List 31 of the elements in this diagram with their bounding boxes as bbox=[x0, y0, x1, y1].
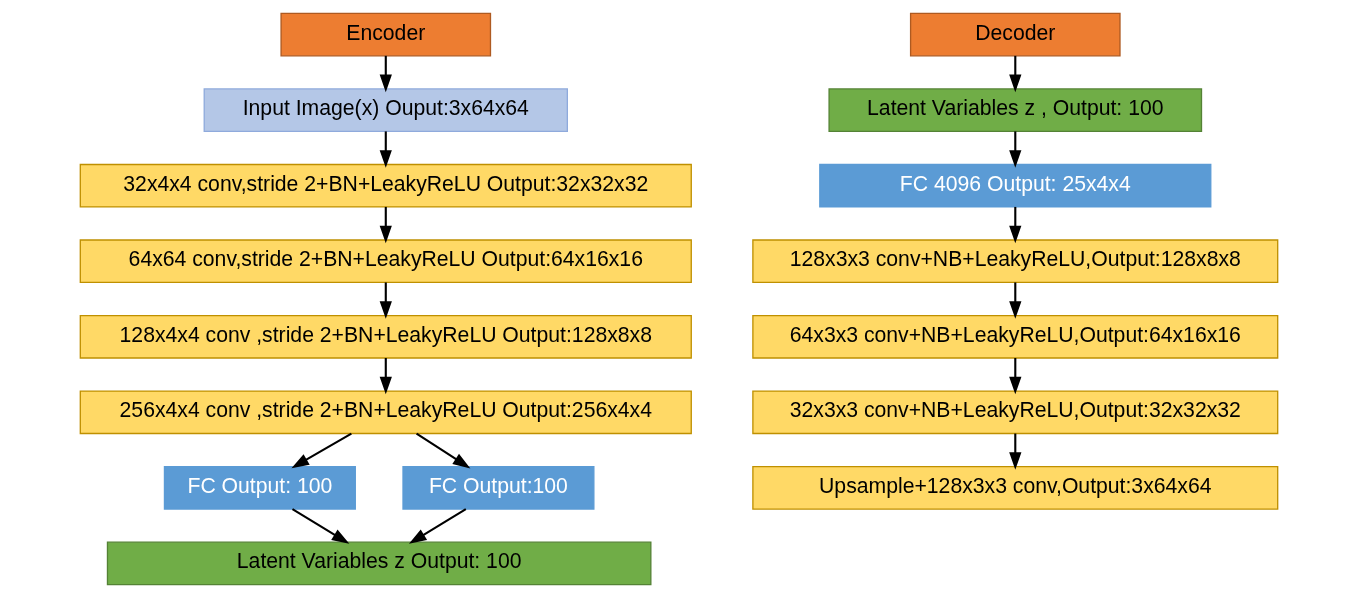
arrow bbox=[379, 358, 392, 395]
arrow bbox=[415, 432, 470, 469]
node-box: 128x4x4 conv ,stride 2+BN+LeakyReLU Output:128x8x8 bbox=[79, 314, 692, 359]
arrow bbox=[1008, 433, 1021, 470]
arrow bbox=[379, 282, 392, 319]
node-box: FC 4096 Output: 25x4x4 bbox=[818, 163, 1211, 208]
node-box: Latent Variables z Output: 100 bbox=[106, 541, 651, 586]
node-box: Latent Variables z , Output: 100 bbox=[827, 88, 1202, 132]
node-box: 256x4x4 conv ,stride 2+BN+LeakyReLU Output:256x4x4 bbox=[79, 390, 692, 435]
arrow bbox=[408, 508, 466, 544]
arrow bbox=[1008, 206, 1021, 244]
node-box: 128x3x3 conv+NB+LeakyReLU,Output:128x8x8 bbox=[751, 239, 1278, 284]
arrow bbox=[1008, 55, 1021, 93]
arrow bbox=[379, 55, 392, 93]
node-box: 32x4x4 conv,stride 2+BN+LeakyReLU Output:32x32x32 bbox=[79, 163, 692, 208]
arrow bbox=[291, 508, 349, 544]
arrow bbox=[1008, 358, 1021, 395]
node-box: FC Output: 100 bbox=[163, 466, 356, 510]
node-box: 32x3x3 conv+NB+LeakyReLU,Output:32x32x32 bbox=[751, 390, 1278, 435]
arrow bbox=[1008, 131, 1021, 168]
node-box: 64x64 conv,stride 2+BN+LeakyReLU Output:64x16x16 bbox=[79, 239, 692, 284]
arrow bbox=[1008, 282, 1021, 319]
arrow bbox=[379, 206, 392, 244]
node-box: Input Image(x) Ouput:3x64x64 bbox=[203, 88, 568, 132]
node-box: Upsample+128x3x3 conv,Output:3x64x64 bbox=[751, 466, 1278, 510]
node-box: Encoder bbox=[279, 12, 491, 57]
node-box: Decoder bbox=[909, 12, 1121, 57]
node-box: FC Output:100 bbox=[401, 466, 594, 510]
arrow bbox=[290, 432, 352, 469]
node-box: 64x3x3 conv+NB+LeakyReLU,Output:64x16x16 bbox=[751, 314, 1278, 359]
arrow bbox=[379, 131, 392, 168]
